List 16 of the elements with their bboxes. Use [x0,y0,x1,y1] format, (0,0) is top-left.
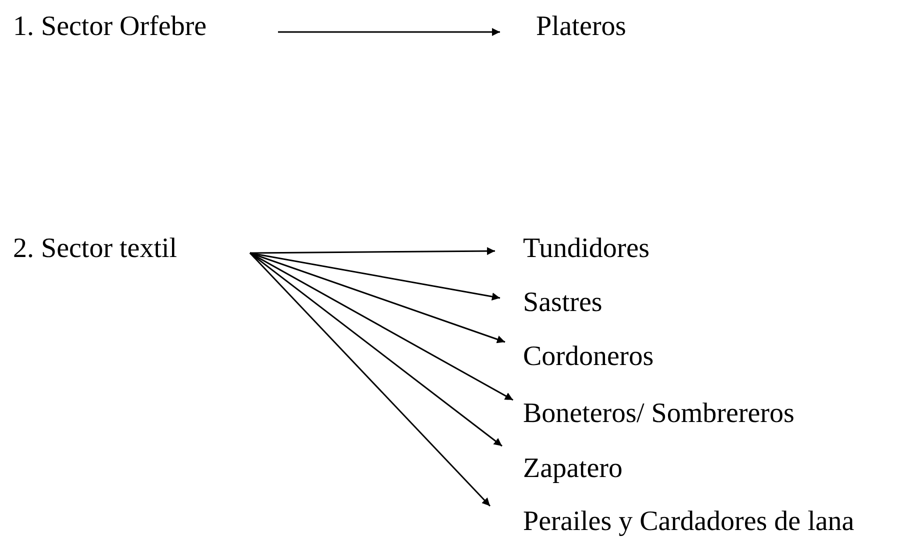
node-label: 1. Sector Orfebre [13,13,207,41]
node-label: Perailes y Cardadores de lana [523,508,854,536]
arrow [250,252,514,401]
node-label: Plateros [536,13,626,41]
node-label: Cordoneros [523,343,654,371]
arrow [249,252,491,507]
node-label: Tundidores [523,235,650,263]
arrow [278,28,500,36]
arrow [250,247,495,256]
arrow [250,252,502,447]
node-label: 2. Sector textil [13,235,178,263]
node-label: Zapatero [523,455,622,483]
node-label: Boneteros/ Sombrereros [523,400,794,428]
arrow [250,252,500,301]
arrow [250,252,506,344]
node-label: Sastres [523,289,602,317]
